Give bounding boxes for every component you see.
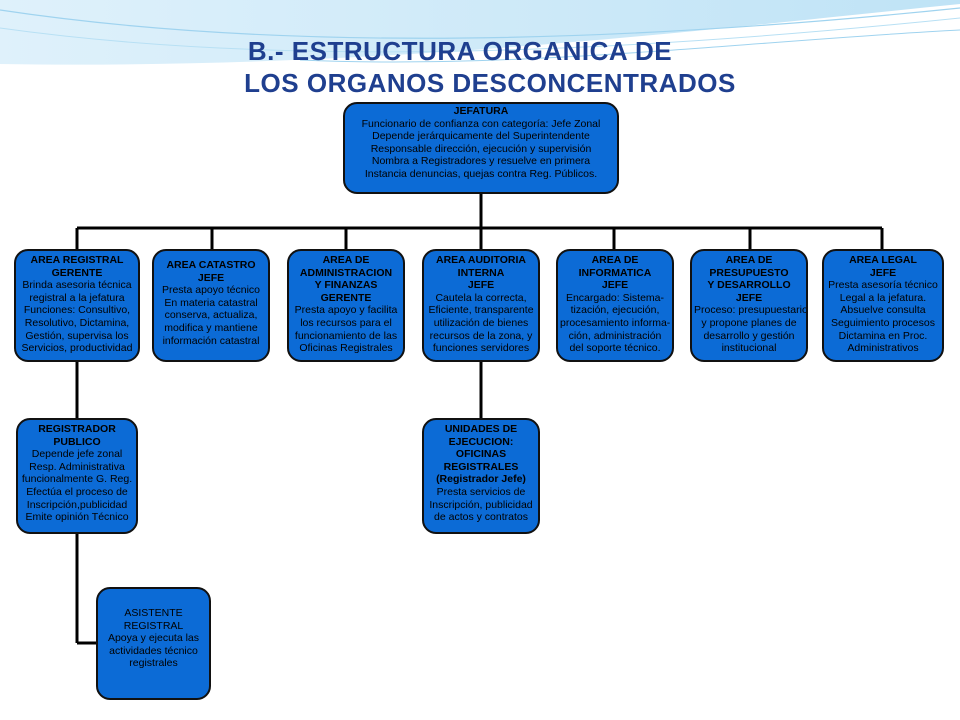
node-text-line: actividades técnico xyxy=(109,644,198,657)
node-text-line: Presta apoyo técnico xyxy=(161,284,261,297)
node-text-line: Presta asesoría técnico xyxy=(828,279,938,292)
node-heading-line: OFICINAS xyxy=(455,448,507,461)
node-text-line: Inscripción,publicidad xyxy=(26,498,128,511)
node-heading-line: JEFATURA xyxy=(453,105,509,117)
node-heading-line: INTERNA xyxy=(457,266,505,279)
node-text-line: conserva, actualiza, xyxy=(164,309,258,322)
node-heading-line: EJECUCION: xyxy=(448,435,514,448)
node-heading-line: JEFE xyxy=(467,279,495,292)
node-text-line: Emite opinión Técnico xyxy=(25,511,129,524)
node-text-line: Seguimiento procesos xyxy=(831,316,935,329)
node-heading-line: REGISTRALES xyxy=(443,460,519,473)
node-text-line: y propone planes de xyxy=(701,316,797,329)
node-text-line: desarrollo y gestión xyxy=(703,329,795,342)
node-heading-line: AREA CATASTRO xyxy=(166,259,256,271)
node-text-line: REGISTRAL xyxy=(123,619,184,632)
node-text-line: ción, administración xyxy=(568,329,662,342)
node-text-line: Funcionario de confianza con categoría: … xyxy=(361,117,601,130)
node-text-line: registral a la jefatura xyxy=(29,291,125,304)
node-heading-line: REGISTRADOR xyxy=(38,423,116,435)
node-text-line: Legal a la jefatura. xyxy=(839,291,927,304)
decorative-swoosh xyxy=(0,0,960,65)
node-text-line: funcionamiento de las xyxy=(294,329,398,342)
node-text-line: modifica y mantiene xyxy=(164,321,258,334)
node-heading-line: AREA AUDITORIA xyxy=(435,254,527,266)
node-heading-line: AREA LEGAL xyxy=(849,254,917,266)
node-heading-line: GERENTE xyxy=(320,291,372,304)
node-text-line: Efectúa el proceso de xyxy=(26,485,128,498)
node-text-line: Resolutivo, Dictamina, xyxy=(24,316,130,329)
node-heading-line: PRESUPUESTO xyxy=(709,266,789,279)
node-text-line: Administrativos xyxy=(847,342,919,355)
node-heading-line: AREA DE xyxy=(591,254,639,266)
node-text-line: Resp. Administrativa xyxy=(29,460,125,473)
node-text-line: registrales xyxy=(129,657,178,670)
node-heading-line: Y FINANZAS xyxy=(314,279,378,292)
node-heading-line: JEFE xyxy=(735,291,763,304)
node-text-line: Presta apoyo y facilita xyxy=(294,304,398,317)
node-text-line: Funciones: Consultivo, xyxy=(23,304,131,317)
node-text-line: del soporte técnico. xyxy=(569,342,661,355)
node-heading-line: JEFE xyxy=(601,279,629,292)
node-text-line: utilización de bienes xyxy=(433,316,529,329)
node-text-line: recursos de la zona, y xyxy=(429,329,533,342)
node-heading-line: UNIDADES DE xyxy=(444,423,518,435)
node-text-line: Presta servicios de xyxy=(436,485,526,498)
node-text-line: Eficiente, transparente xyxy=(428,304,534,317)
page-subtitle: LOS ORGANOS DESCONCENTRADOS xyxy=(244,68,736,98)
node-text-line: los recursos para el xyxy=(300,316,392,329)
node-text-line: Brinda asesoria técnica xyxy=(22,279,132,292)
node-text-line: En materia catastral xyxy=(164,296,258,309)
node-text-line: Nombra a Registradores y resuelve en pri… xyxy=(371,155,591,168)
node-text-line: Dictamina en Proc. xyxy=(838,329,928,342)
node-heading-line: GERENTE xyxy=(51,266,103,279)
node-text-line: Encargado: Sistema- xyxy=(565,291,665,304)
node-heading-line: Y DESARROLLO xyxy=(707,279,791,292)
node-heading-line: AREA REGISTRAL xyxy=(30,254,124,266)
node-text-line: Depende jefe zonal xyxy=(31,448,123,461)
node-text-line: tización, ejecución, xyxy=(570,304,660,317)
node-text-line: institucional xyxy=(721,342,777,355)
node-text-line: Inscripción, publicidad xyxy=(429,498,533,511)
node-text-line: procesamiento informa- xyxy=(560,316,671,329)
node-text-line: Apoya y ejecuta las xyxy=(107,632,200,645)
node-text-line: Proceso: presupuestario xyxy=(694,304,808,317)
node-text-line: funciones servidores xyxy=(432,342,530,355)
node-text-line: Cautela la correcta, xyxy=(435,291,527,304)
node-heading-line: (Registrador Jefe) xyxy=(436,473,526,486)
node-heading-line: JEFE xyxy=(869,266,897,279)
node-text-line: información catastral xyxy=(162,334,260,347)
node-text-line: Servicios, productividad xyxy=(21,342,133,355)
page-title: B.- ESTRUCTURA ORGANICA DE xyxy=(247,36,673,66)
node-text-line: Absuelve consulta xyxy=(840,304,926,317)
node-text-line: Instancia denuncias, quejas contra Reg. … xyxy=(364,167,598,180)
node-heading-line: INFORMATICA xyxy=(578,266,652,279)
node-heading-line: AREA DE xyxy=(322,254,370,266)
node-heading-line: JEFE xyxy=(197,271,225,284)
node-text-line: de actos y contratos xyxy=(434,511,528,524)
node-heading-line: AREA DE xyxy=(725,254,773,266)
node-text-line: Depende jerárquicamente del Superintende… xyxy=(372,130,590,143)
node-text-line: ASISTENTE xyxy=(124,607,183,619)
node-text-line: Oficinas Registrales xyxy=(299,342,393,355)
node-text-line: funcionalmente G. Reg. xyxy=(21,473,133,486)
node-text-line: Responsable dirección, ejecución y super… xyxy=(370,142,592,155)
node-heading-line: PUBLICO xyxy=(53,435,101,448)
node-heading-line: ADMINISTRACION xyxy=(299,266,393,279)
node-text-line: Gestión, supervisa los xyxy=(25,329,129,342)
